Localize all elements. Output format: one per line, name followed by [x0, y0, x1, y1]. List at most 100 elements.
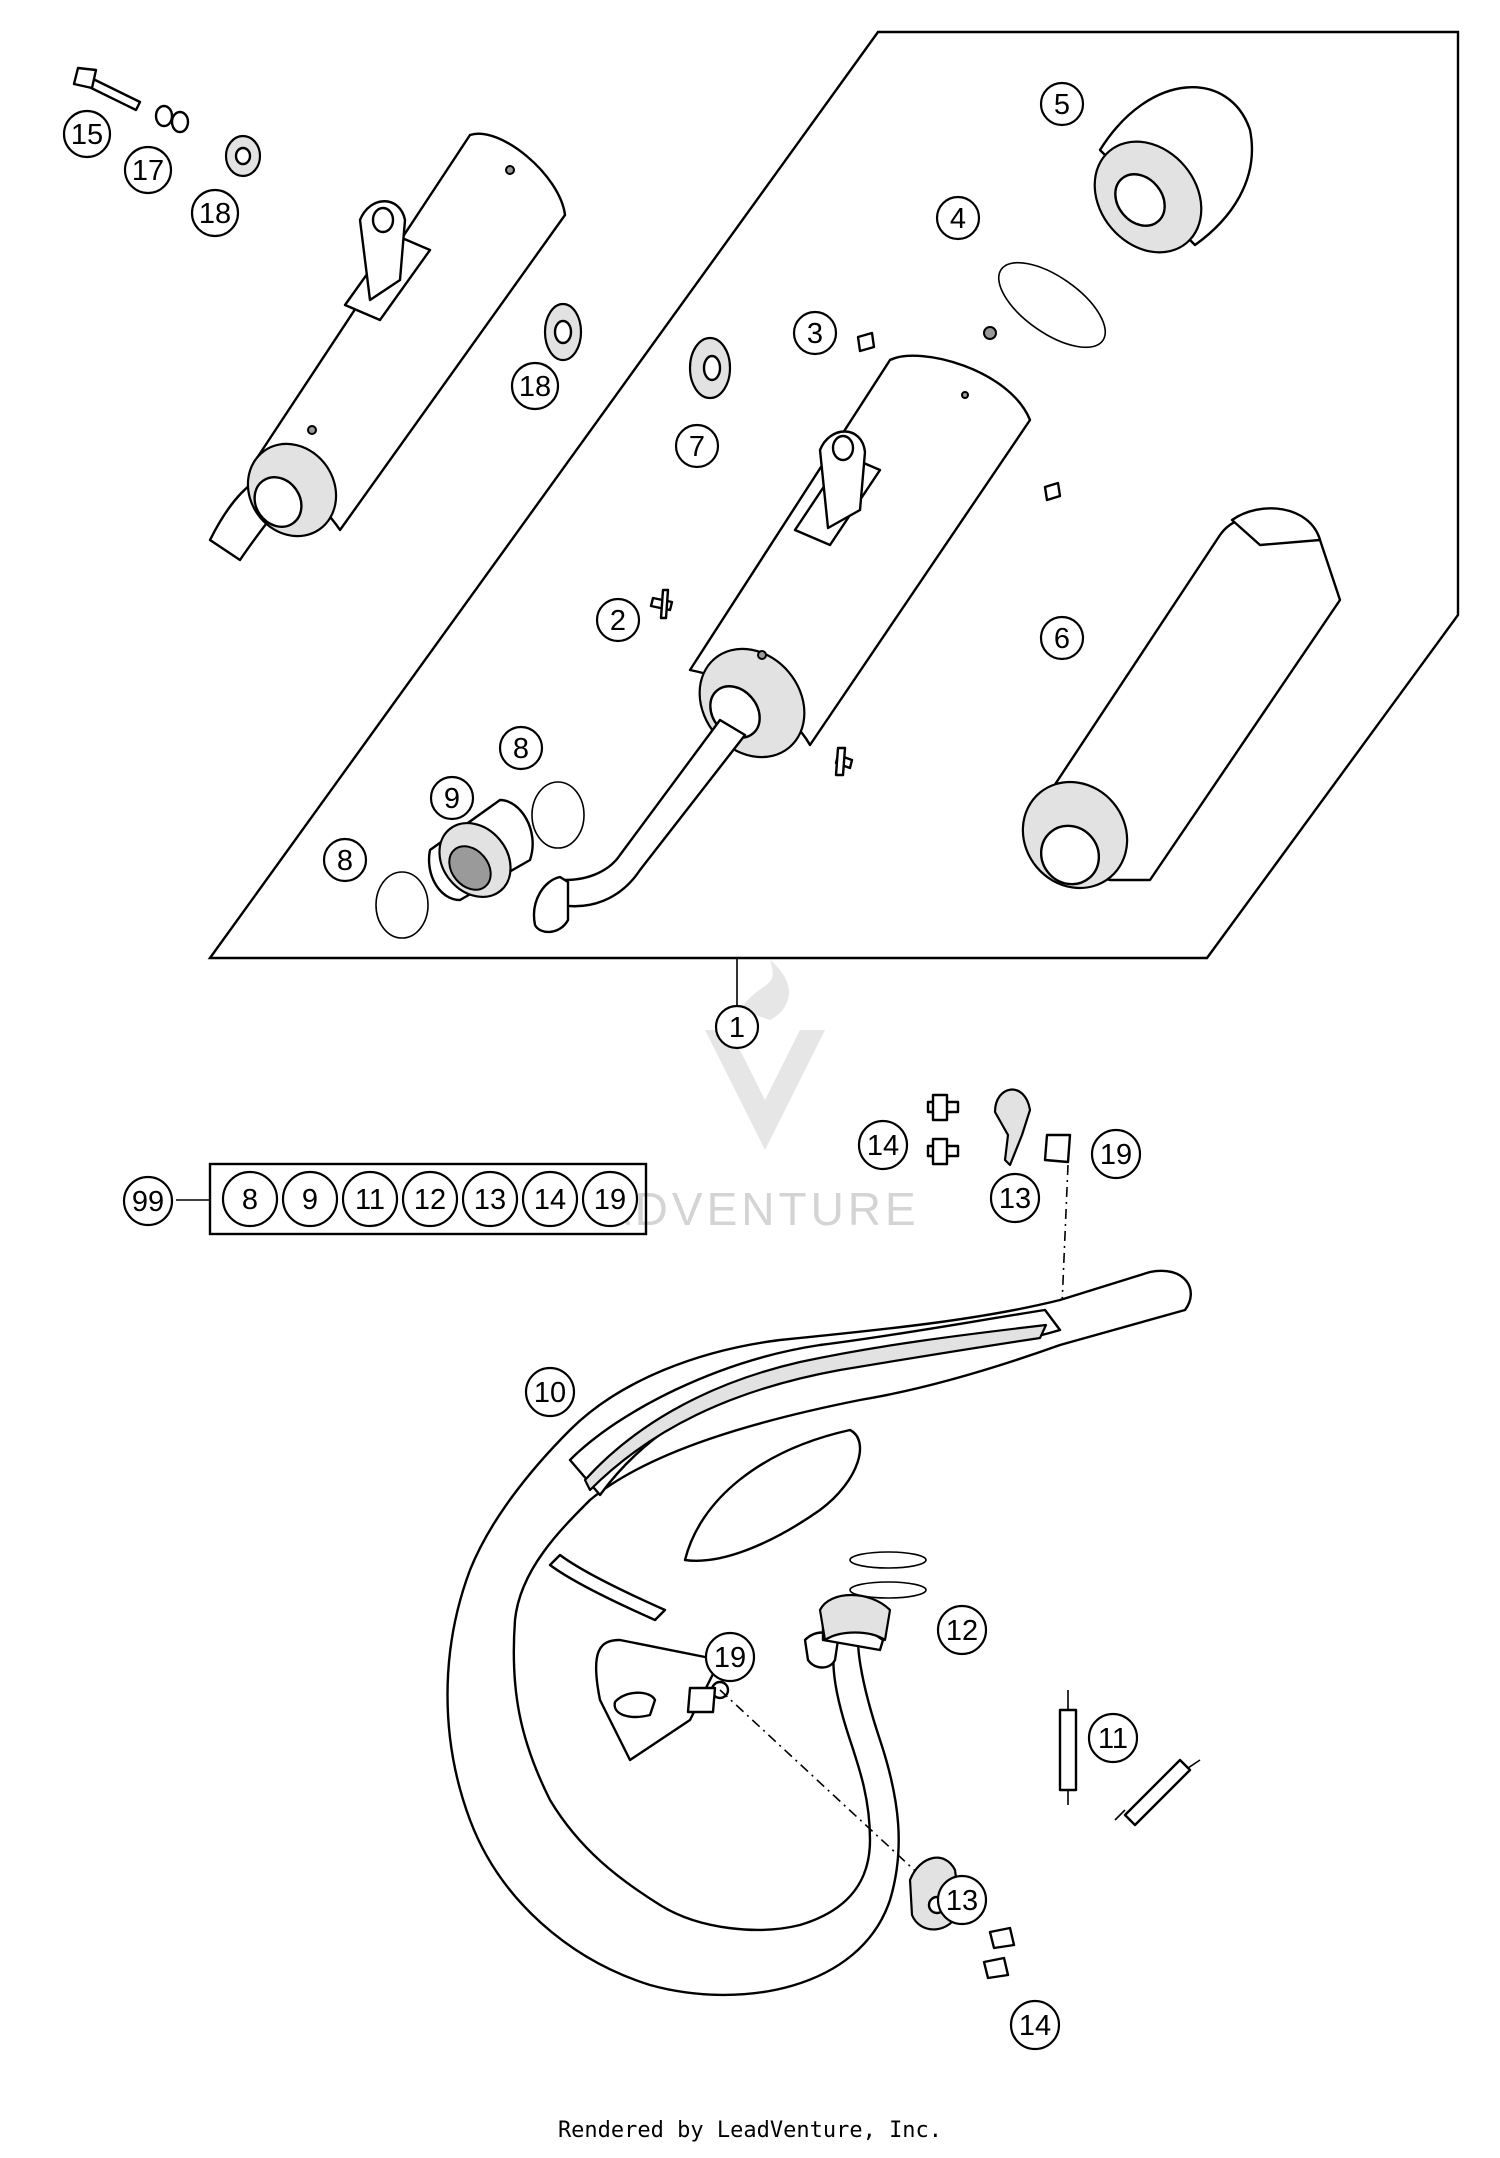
leader-19-top	[1061, 1164, 1069, 1306]
callout-19-top: 19	[1090, 1128, 1142, 1180]
leader-13-bottom	[719, 1689, 926, 1881]
callout-99: 99	[122, 1175, 174, 1227]
callout-18-side-label: 18	[519, 371, 551, 403]
callout-14-bottom-label: 14	[1019, 2010, 1051, 2042]
callout-4-label: 4	[950, 203, 966, 235]
callout-18-side: 18	[510, 361, 560, 411]
watermark-flame-icon	[740, 960, 789, 1020]
clip-19-bottom	[686, 1686, 717, 1714]
kit-99-item-12: 12	[401, 1170, 459, 1228]
callout-11-label: 11	[1098, 1723, 1128, 1755]
kit-99-item-circle	[581, 1170, 639, 1228]
muffler-body	[532, 326, 1032, 934]
callout-5: 5	[1039, 81, 1085, 127]
callout-18-top: 18	[190, 188, 240, 238]
washer-17	[154, 104, 190, 134]
watermark-logo-icon	[705, 1030, 825, 1150]
callout-15: 15	[62, 109, 112, 159]
seals-12	[849, 1551, 927, 1599]
rivet-nut-small	[1043, 481, 1062, 502]
seal-8-left	[375, 871, 429, 939]
footer-credit: Rendered by LeadVenture, Inc.	[557, 2118, 943, 2143]
rivet-3	[856, 331, 876, 353]
callout-14-bottom: 14	[1009, 1999, 1061, 2051]
kit-99-item-circle	[281, 1170, 339, 1228]
callout-6: 6	[1039, 615, 1085, 661]
callout-10-label: 10	[534, 1377, 566, 1409]
kit-99-item-label: 8	[242, 1184, 258, 1216]
rivet-2	[649, 588, 674, 620]
callout-12: 12	[936, 1604, 988, 1656]
callout-2: 2	[595, 597, 641, 643]
callout-14-top: 14	[857, 1119, 909, 1171]
kit-99-item-11: 11	[341, 1170, 399, 1228]
muffler-assembly-frame	[207, 30, 1460, 960]
mounted-muffler	[208, 132, 567, 562]
callout-8-right-label: 8	[513, 733, 529, 765]
callout-9-label: 9	[444, 783, 460, 815]
kit-99-item-circle	[341, 1170, 399, 1228]
kit-99-item-circle	[521, 1170, 579, 1228]
kit-99-item-circle	[401, 1170, 459, 1228]
kit-99-item-circle	[461, 1170, 519, 1228]
callout-19-bottom: 19	[704, 1631, 756, 1683]
grommet-7	[688, 336, 732, 400]
exhaust-pipe-10	[446, 1269, 1192, 1997]
callout-13-top-label: 13	[999, 1183, 1031, 1215]
callout-19-bottom-label: 19	[714, 1642, 746, 1674]
callout-15-label: 15	[71, 119, 103, 151]
callout-8-left: 8	[322, 837, 368, 883]
bolt-15	[72, 66, 142, 112]
callout-6-label: 6	[1054, 623, 1070, 655]
callout-18-top-label: 18	[199, 198, 231, 230]
kit-99-item-9: 9	[281, 1170, 339, 1228]
kit-99-item-label: 14	[534, 1184, 566, 1216]
end-cap-5	[1093, 86, 1254, 254]
callout-14-top-label: 14	[867, 1130, 899, 1162]
rivet-lower	[834, 746, 854, 777]
callout-19-top-label: 19	[1100, 1139, 1132, 1171]
sleeve-9	[427, 798, 534, 902]
kit-99-box	[208, 1162, 648, 1236]
seal-8-right	[531, 781, 585, 849]
callout-13-bottom-label: 13	[946, 1885, 978, 1917]
kit-99-items: 8 9 11 12 13 14 19	[221, 1170, 639, 1228]
bracket-13-top	[993, 1088, 1032, 1167]
callout-3: 3	[792, 310, 838, 356]
callout-13-bottom: 13	[936, 1874, 988, 1926]
callout-7: 7	[674, 423, 720, 469]
callout-17-label: 17	[132, 155, 164, 187]
kit-99-item-14: 14	[521, 1170, 579, 1228]
kit-99	[176, 1162, 648, 1236]
callout-17: 17	[123, 145, 173, 195]
kit-99-item-label: 9	[302, 1184, 318, 1216]
callout-9: 9	[429, 775, 475, 821]
grommet-18-top	[224, 134, 262, 178]
screws-14-bottom	[982, 1926, 1016, 1980]
callout-3-label: 3	[807, 318, 823, 350]
callouts: 1 2 3 4 5 6 7 8 8 9 10 11 12 13 13 14 14…	[62, 81, 1142, 2051]
callout-1-label: 1	[729, 1012, 745, 1044]
callout-8-right: 8	[498, 725, 544, 771]
callout-7-label: 7	[689, 431, 705, 463]
callout-13-top: 13	[989, 1172, 1041, 1224]
callout-10: 10	[524, 1366, 576, 1418]
grommet-18-side	[543, 302, 583, 362]
callout-12-label: 12	[946, 1615, 978, 1647]
springs-11	[1058, 1690, 1201, 1827]
kit-99-item-19: 19	[581, 1170, 639, 1228]
callout-8-left-label: 8	[337, 845, 353, 877]
o-ring-4	[997, 261, 1107, 349]
kit-99-item-label: 12	[414, 1184, 446, 1216]
kit-99-item-8: 8	[221, 1170, 279, 1228]
kit-99-item-circle	[221, 1170, 279, 1228]
callout-99-label: 99	[132, 1186, 164, 1218]
callout-11: 11	[1087, 1712, 1139, 1764]
callout-4: 4	[935, 195, 981, 241]
kit-99-item-label: 11	[355, 1184, 385, 1216]
callout-1: 1	[714, 1004, 760, 1050]
watermark: ADVENTURE	[600, 960, 916, 1235]
kit-99-item-label: 13	[474, 1184, 506, 1216]
screws-14-top	[926, 1093, 960, 1166]
